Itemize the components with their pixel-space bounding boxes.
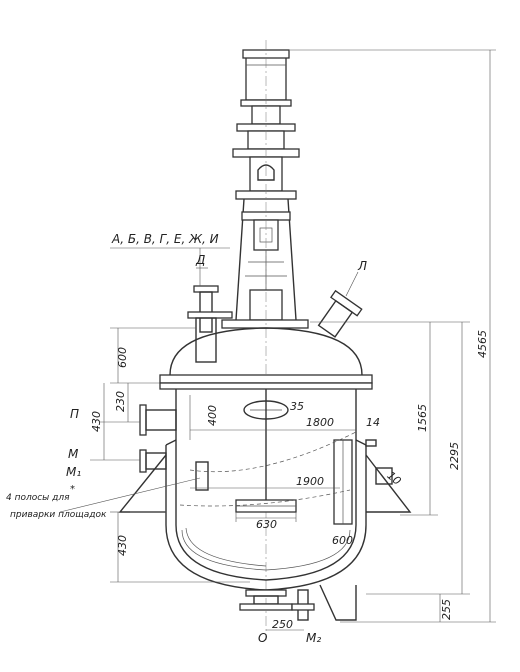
dim-1565: 1565 — [416, 404, 429, 432]
drive-assembly — [221, 40, 309, 640]
platform-note-line-2: приварки площадок — [10, 510, 107, 520]
dimension-lines — [59, 49, 496, 631]
dim-14: 14 — [366, 416, 380, 429]
dim-1900: 1900 — [296, 475, 324, 488]
platform-note-line-1: 4 полосы для — [6, 493, 70, 503]
dim-230: 230 — [114, 391, 127, 412]
bottom-nozzles — [239, 584, 357, 621]
dim-600-top: 600 — [116, 347, 129, 368]
nozzle-m1-label: М₁ — [66, 465, 81, 479]
nozzle-m-label: М — [68, 447, 79, 461]
dim-2295: 2295 — [448, 442, 461, 470]
nozzle-m2-label: М₂ — [306, 631, 321, 645]
side-nozzles — [139, 404, 393, 485]
dim-630: 630 — [256, 518, 277, 531]
nozzle-d — [187, 285, 233, 363]
nozzle-l — [317, 289, 363, 338]
nozzles-top-label: А, Б, В, Г, Е, Ж, И — [111, 232, 219, 246]
dim-600-side: 600 — [332, 534, 353, 547]
nozzle-l-label: Л — [357, 259, 367, 273]
dim-10: 10 — [384, 469, 403, 488]
vessel-lid — [159, 327, 373, 390]
nozzle-p-label: П — [70, 407, 79, 421]
platform-note-asterisk: * — [70, 484, 75, 495]
dim-255: 255 — [440, 599, 453, 620]
vessel-shell — [118, 389, 412, 591]
dim-430-bottom: 430 — [116, 535, 129, 556]
nozzle-d-label: Д — [195, 253, 205, 267]
dim-35: 35 — [290, 400, 304, 413]
nozzle-o-label: О — [258, 631, 267, 645]
dim-4565: 4565 — [476, 330, 489, 358]
dim-250: 250 — [272, 618, 293, 631]
dim-430-p: 430 — [90, 411, 103, 432]
dim-1800: 1800 — [306, 416, 334, 429]
dim-400: 400 — [206, 405, 219, 426]
